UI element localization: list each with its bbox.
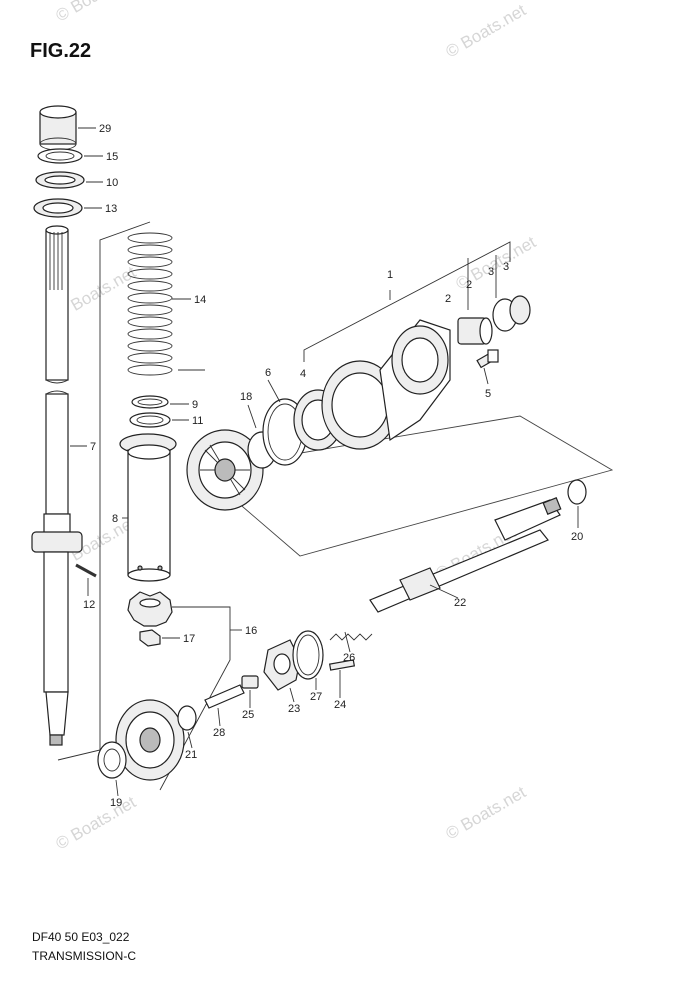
label-9: 9 [192,399,198,411]
pinion-gear-16 [127,591,173,627]
watermark: © Boats.net [53,792,140,853]
pin-24 [328,659,356,671]
forward-gear [186,429,264,511]
washer-19 [97,741,127,779]
watermark: © Boats.net [443,0,530,61]
label-19: 19 [110,797,122,809]
part-labels: 29 15 10 13 14 9 11 7 8 12 17 16 1 2 2 3… [83,123,583,809]
label-28: 28 [213,727,225,739]
label-8: 8 [112,513,118,525]
label-3b: 3 [503,261,509,273]
diagram-code: DF40 50 E03_022 [32,930,130,944]
label-23: 23 [288,703,300,715]
spring-26 [329,633,373,641]
bolt-5 [476,349,499,369]
section-name: TRANSMISSION-C [32,949,137,963]
label-18: 18 [240,391,252,403]
label-20: 20 [571,531,583,543]
label-4: 4 [300,368,306,380]
label-13: 13 [105,203,117,215]
bushing-29 [39,105,77,151]
watermark: © Boats.net [443,782,530,843]
label-16: 16 [245,625,257,637]
label-5: 5 [485,388,491,400]
reverse-gear [115,699,185,781]
label-11: 11 [192,415,203,427]
spring-14 [127,232,173,376]
label-3a: 3 [488,266,494,278]
label-27: 27 [310,691,322,703]
shim-11 [129,412,171,428]
ring-27 [292,630,324,680]
label-22: 22 [454,597,466,609]
label-7: 7 [90,441,96,453]
label-6: 6 [265,367,271,379]
label-26: 26 [343,652,355,664]
nut-17 [139,629,161,647]
label-14: 14 [194,294,206,306]
sleeve-8 [119,433,177,582]
push-rod-25 [241,675,259,689]
push-rod-28 [204,684,245,709]
label-12: 12 [83,599,95,611]
bearing-housing-1 [321,319,451,450]
washer-20 [567,479,587,505]
shim-21 [177,705,197,731]
clutch-23 [263,639,301,691]
leader-lines [70,127,579,797]
label-1: 1 [387,269,393,281]
needle-bearing-2 [457,317,493,345]
pin-12 [75,563,97,578]
shim-15 [37,148,83,164]
watermark: © Boats.net [53,0,140,25]
shim-9 [131,395,169,409]
label-21: 21 [185,749,197,761]
label-25: 25 [242,709,254,721]
label-2a: 2 [445,293,451,305]
label-29: 29 [99,123,111,135]
label-24: 24 [334,699,346,711]
label-17: 17 [183,633,195,645]
figure-title: FIG.22 [30,40,92,62]
drive-shaft-7 [31,225,83,746]
label-15: 15 [106,151,118,163]
propeller-shaft-22 [369,497,562,613]
label-2b: 2 [466,279,472,291]
label-10: 10 [106,177,118,189]
